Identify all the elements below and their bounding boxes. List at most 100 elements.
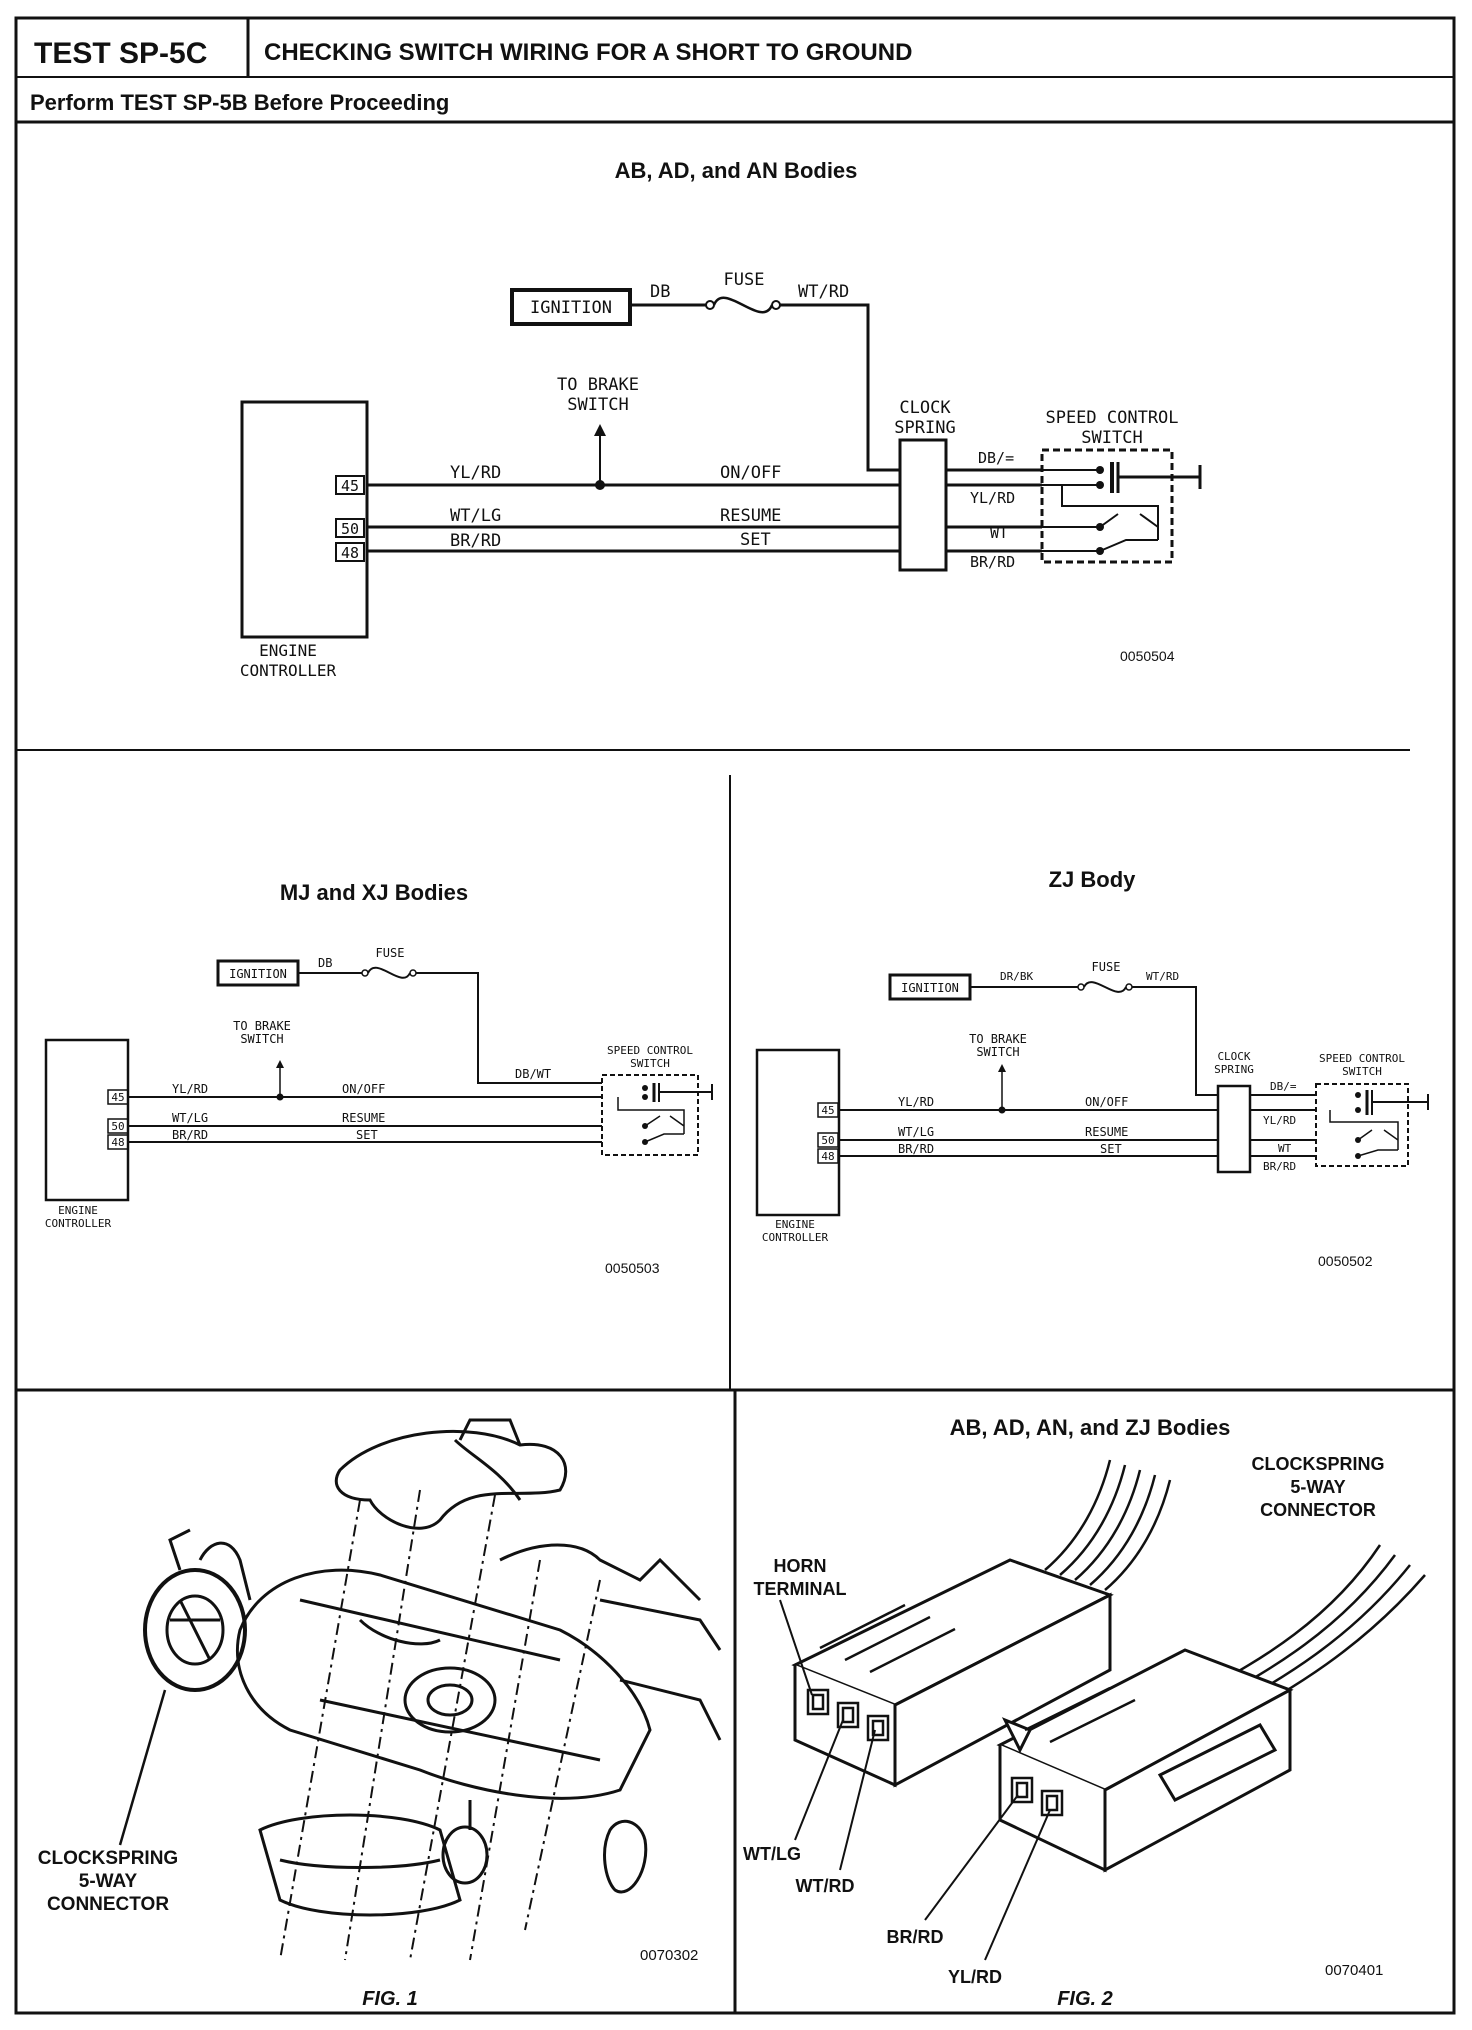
wire-ylrd-label: YL/RD [172, 1082, 208, 1096]
horn-terminal-label: TERMINAL [754, 1579, 847, 1599]
resume-label: RESUME [342, 1111, 385, 1125]
figure-1-steering-column: CLOCKSPRING 5-WAY CONNECTOR 0070302 FIG.… [38, 1418, 722, 2010]
test-title: CHECKING SWITCH WIRING FOR A SHORT TO GR… [264, 39, 912, 66]
arrow-up-icon [594, 424, 606, 436]
clock-spring-label: CLOCK [899, 398, 951, 418]
pin-48: 48 [341, 544, 359, 562]
switch-wire-label: YL/RD [1263, 1114, 1296, 1127]
pin-label-ylrd: YL/RD [948, 1967, 1002, 1987]
pin-label-wtrd: WT/RD [796, 1876, 855, 1896]
terminal-cavities [806, 1688, 1064, 1817]
callout-clockspring: CLOCKSPRING [38, 1848, 178, 1869]
pin-50: 50 [821, 1134, 834, 1147]
speed-control-switch-label: SWITCH [1342, 1065, 1382, 1078]
switch-wire-label: BR/RD [970, 553, 1015, 571]
engine-controller-label: CONTROLLER [45, 1217, 112, 1230]
figure-caption: FIG. 2 [1057, 1988, 1113, 2010]
engine-controller-box [240, 400, 369, 639]
pin-50: 50 [341, 520, 359, 538]
wiring-diagram-mj-xj: MJ and XJ Bodies IGNITION DB FUSE DB/WT … [44, 880, 713, 1276]
fuse-label: FUSE [376, 946, 405, 960]
connector-slots [819, 1603, 1136, 1744]
figure-title: AB, AD, AN, and ZJ Bodies [950, 1415, 1231, 1440]
set-label: SET [740, 530, 771, 550]
pin-50: 50 [111, 1120, 124, 1133]
onoff-label: ON/OFF [720, 463, 781, 483]
speed-control-switch-label: SPEED CONTROL [1319, 1052, 1405, 1065]
engine-controller-label: ENGINE [58, 1204, 98, 1217]
connector-label: CONNECTOR [1260, 1500, 1376, 1520]
wire-brrd-label: BR/RD [172, 1128, 208, 1142]
clock-spring-box [1216, 1084, 1252, 1174]
switch-wire-label: YL/RD [970, 489, 1015, 507]
pin-box [335, 475, 365, 495]
switch-wire-label: WT [1278, 1142, 1292, 1155]
prerequisite-note: Perform TEST SP-5B Before Proceeding [30, 90, 449, 115]
clock-spring-label: CLOCK [1217, 1050, 1250, 1063]
wire-db-label: DB [650, 282, 670, 302]
speed-control-switch-box [1315, 1083, 1409, 1167]
engine-controller-label: CONTROLLER [240, 661, 337, 680]
engine-controller-box [755, 1048, 841, 1217]
figure-caption: FIG. 1 [362, 1988, 418, 2010]
leader-line [118, 1689, 167, 1846]
speed-control-switch-label: SWITCH [630, 1057, 670, 1070]
pin-label-wtlg: WT/LG [743, 1844, 801, 1864]
wire-wtlg-label: WT/LG [898, 1125, 934, 1139]
engine-controller-label: CONTROLLER [762, 1231, 829, 1244]
figure-code: 0070302 [640, 1947, 698, 1964]
brake-switch-label: SWITCH [567, 395, 628, 415]
diagram-code: 0050504 [1120, 648, 1175, 664]
brake-switch-label: TO BRAKE [557, 375, 639, 395]
ignition-box [510, 288, 632, 326]
fuse-label: FUSE [724, 270, 765, 290]
figure-2-clockspring-connector: AB, AD, AN, and ZJ Bodies CLOCKSPRING 5-… [743, 1415, 1426, 2010]
fuse-terminal [771, 300, 781, 310]
diagram-title: AB, AD, and AN Bodies [615, 158, 858, 183]
wiring-diagram-ab-ad-an: AB, AD, and AN Bodies IGNITION DB FUSE W… [240, 158, 1202, 680]
horn-terminal-label: HORN [774, 1556, 827, 1576]
resume-label: RESUME [1085, 1125, 1128, 1139]
wiring-diagram-zj: ZJ Body IGNITION DR/BK FUSE WT/RD ENGINE… [755, 867, 1429, 1269]
switch-contacts [1329, 1090, 1429, 1159]
brake-switch-label: SWITCH [240, 1032, 283, 1046]
diagram-title: MJ and XJ Bodies [280, 880, 468, 905]
switch-contacts [617, 1083, 713, 1145]
connector-label: 5-WAY [1290, 1477, 1345, 1497]
figure-code: 0070401 [1325, 1962, 1383, 1979]
wire-wtrd-label: WT/RD [1146, 970, 1179, 983]
wire-db-label: DB [318, 956, 332, 970]
fuse-symbol [1083, 981, 1127, 993]
diagram-title: ZJ Body [1049, 867, 1137, 892]
brake-switch-label: TO BRAKE [969, 1032, 1027, 1046]
wire-dbwt-label: DB/WT [515, 1067, 551, 1081]
wire-wtrd-label: WT/RD [798, 282, 849, 302]
pin-box [335, 518, 365, 538]
engine-controller-label: ENGINE [775, 1218, 815, 1231]
set-label: SET [1100, 1142, 1122, 1156]
clock-spring-label: SPRING [894, 418, 955, 438]
speed-control-switch-label: SPEED CONTROL [1045, 408, 1178, 428]
switch-wire-label: DB/= [1270, 1080, 1297, 1093]
wire-brrd-label: BR/RD [898, 1142, 934, 1156]
wire-brrd-label: BR/RD [450, 531, 501, 551]
test-id: TEST SP-5C [34, 37, 207, 70]
pin-45: 45 [341, 477, 359, 495]
wire-ylrd-label: YL/RD [450, 463, 501, 483]
speed-control-switch-label: SWITCH [1081, 428, 1142, 448]
switch-contacts [1042, 462, 1202, 555]
brake-switch-label: SWITCH [976, 1045, 1019, 1059]
fuse-symbol [367, 966, 411, 979]
arrow-up-icon [998, 1064, 1006, 1072]
fuse-symbol [712, 296, 774, 314]
fuse-label: FUSE [1092, 960, 1121, 974]
clock-spring-box [898, 438, 948, 572]
pin-label-brrd: BR/RD [887, 1927, 944, 1947]
wire-ylrd-label: YL/RD [898, 1095, 934, 1109]
pin-box [335, 542, 365, 562]
diagram-code: 0050503 [605, 1260, 660, 1276]
onoff-label: ON/OFF [342, 1082, 385, 1096]
callout-clockspring: CONNECTOR [47, 1894, 169, 1915]
pin-45: 45 [821, 1104, 834, 1117]
